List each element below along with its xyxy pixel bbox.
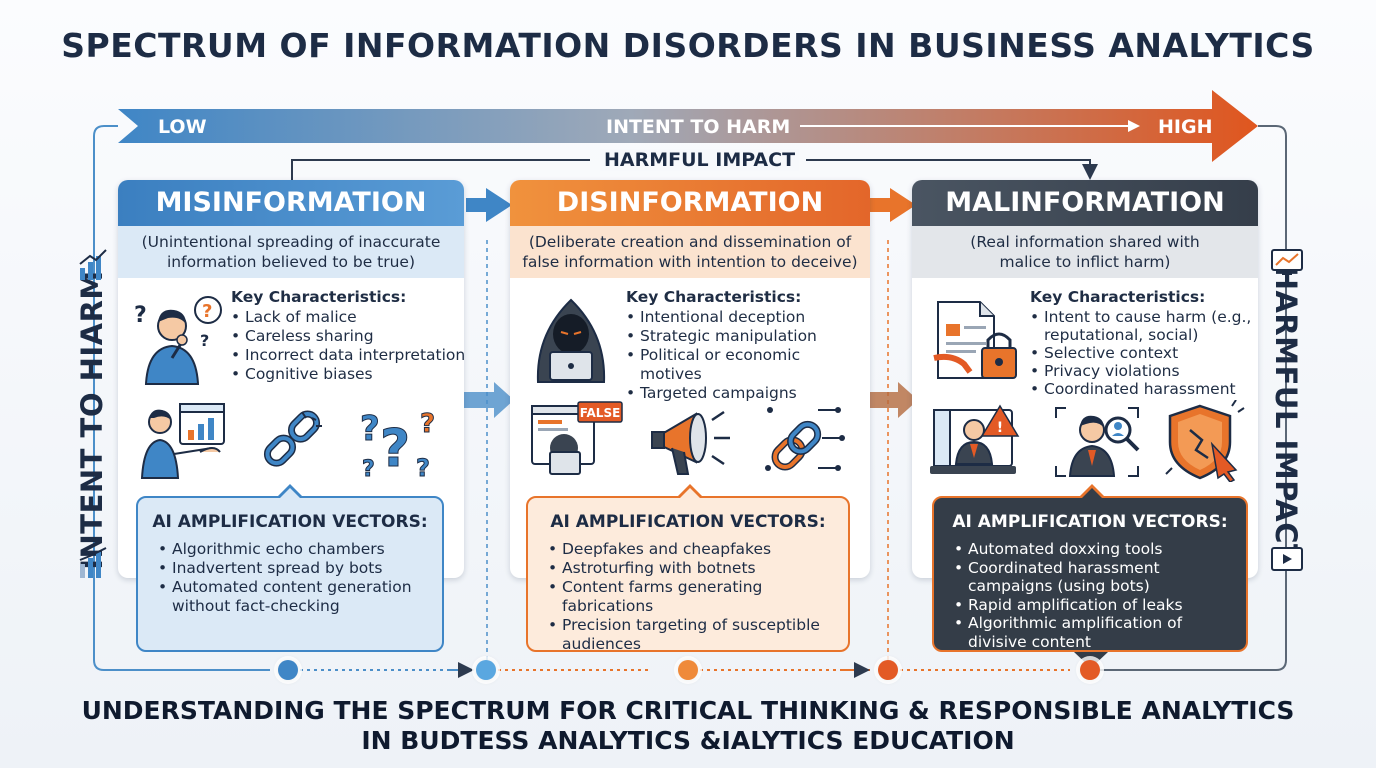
disinformation-ai-box: AI AMPLIFICATION VECTORS: Deepfakes and … bbox=[526, 484, 850, 654]
svg-text:?: ? bbox=[200, 331, 209, 350]
list-item: Deepfakes and cheapfakes bbox=[548, 540, 838, 559]
malinformation-ai-vectors: Automated doxxing tools Coordinated hara… bbox=[954, 540, 1236, 651]
false-badge: FALSE bbox=[580, 406, 621, 420]
high-label: HIGH bbox=[1158, 116, 1213, 138]
page-title: SPECTRUM OF INFORMATION DISORDERS IN BUS… bbox=[61, 26, 1315, 65]
misinformation-title: MISINFORMATION bbox=[118, 180, 464, 226]
list-item: Intentional deception bbox=[626, 308, 866, 327]
list-item: Content farms generating fabrications bbox=[548, 578, 838, 616]
malinformation-title: MALINFORMATION bbox=[912, 180, 1258, 226]
disinformation-definition: (Deliberate creation and dissemination o… bbox=[510, 226, 870, 278]
disinformation-ai-vectors: Deepfakes and cheapfakes Astroturfing wi… bbox=[548, 540, 838, 654]
confused-person-icon: ? ? ? bbox=[134, 296, 222, 385]
list-item: Targeted campaigns bbox=[626, 384, 866, 403]
list-item: Political or economic motives bbox=[626, 346, 866, 384]
disinformation-title: DISINFORMATION bbox=[510, 180, 870, 226]
question-marks-icon: ? ? ? ? ? bbox=[360, 409, 436, 479]
malinformation-characteristics: Intent to cause harm (e.g., reputational… bbox=[1030, 308, 1252, 398]
timeline-dot bbox=[678, 660, 698, 680]
list-item: Cognitive biases bbox=[231, 365, 471, 384]
list-item: Strategic manipulation bbox=[626, 327, 866, 346]
timeline-dot bbox=[1080, 660, 1100, 680]
list-item: Coordinated harassment campaigns (using … bbox=[954, 559, 1236, 596]
misinformation-ai-box: AI AMPLIFICATION VECTORS: Algorithmic ec… bbox=[136, 484, 444, 652]
list-item: Automated doxxing tools bbox=[954, 540, 1236, 559]
key-characteristics-title: Key Characteristics: bbox=[231, 288, 407, 306]
list-item: Astroturfing with botnets bbox=[548, 559, 838, 578]
fake-news-screen-icon: FALSE bbox=[531, 401, 623, 475]
warning-monitor-icon: ! bbox=[930, 404, 1020, 474]
ai-vectors-title: AI AMPLIFICATION VECTORS: bbox=[152, 512, 428, 532]
list-item: Algorithmic echo chambers bbox=[158, 540, 432, 559]
megaphone-icon bbox=[651, 410, 730, 475]
timeline-dot bbox=[476, 660, 496, 680]
growth-chart-icon bbox=[79, 547, 107, 578]
list-item: Inadvertent spread by bots bbox=[158, 559, 432, 578]
misinformation-characteristics: Lack of malice Careless sharing Incorrec… bbox=[231, 308, 471, 384]
misinformation-ai-vectors: Algorithmic echo chambers Inadvertent sp… bbox=[158, 540, 432, 616]
flow-arrow-1 bbox=[466, 188, 512, 222]
ai-vectors-title: AI AMPLIFICATION VECTORS: bbox=[550, 512, 826, 532]
svg-text:?: ? bbox=[202, 301, 212, 322]
left-side-label: INTENT TO HIARM bbox=[75, 270, 109, 570]
list-item: Incorrect data interpretation bbox=[231, 346, 471, 365]
footer-line-1: UNDERSTANDING THE SPECTRUM FOR CRITICAL … bbox=[81, 696, 1295, 725]
analyst-presenting-icon bbox=[140, 403, 225, 479]
monitor-chart-icon bbox=[1271, 249, 1303, 275]
magnified-person-icon bbox=[1055, 407, 1140, 477]
misinformation-definition: (Unintentional spreading of inaccurate i… bbox=[118, 226, 464, 278]
list-item: Intent to cause harm (e.g., reputational… bbox=[1030, 308, 1252, 344]
left-loop-line bbox=[93, 125, 270, 671]
svg-text:?: ? bbox=[362, 457, 375, 478]
broken-shield-icon bbox=[1165, 400, 1245, 482]
list-item: Precision targeting of susceptible audie… bbox=[548, 616, 838, 654]
svg-text:!: ! bbox=[997, 420, 1003, 436]
svg-text:?: ? bbox=[380, 419, 410, 478]
svg-text:?: ? bbox=[134, 303, 147, 328]
locked-document-icon bbox=[933, 301, 1017, 379]
right-side-label: HARMFUL IMPACT bbox=[1269, 265, 1303, 565]
intent-arrow bbox=[118, 90, 1258, 162]
network-links-icon bbox=[765, 407, 845, 471]
key-characteristics-title: Key Characteristics: bbox=[626, 288, 802, 306]
list-item: Algorithmic amplification of divisive co… bbox=[954, 614, 1236, 651]
svg-text:?: ? bbox=[416, 454, 430, 478]
hooded-hacker-icon bbox=[536, 298, 606, 383]
list-item: Privacy violations bbox=[1030, 362, 1252, 380]
flow-arrow-2 bbox=[868, 188, 916, 222]
right-loop-line bbox=[1100, 125, 1287, 671]
list-item: Careless sharing bbox=[231, 327, 471, 346]
low-label: LOW bbox=[158, 116, 207, 138]
timeline-dot bbox=[878, 660, 898, 680]
malinformation-ai-box: AI AMPLIFICATION VECTORS: Automated doxx… bbox=[932, 484, 1248, 668]
list-item: Coordinated harassment bbox=[1030, 380, 1252, 398]
footer-line-2: IN BUDTESS ANALYTICS &IALYTICS EDUCATION bbox=[361, 726, 1015, 755]
bar-chart-icon bbox=[79, 249, 107, 280]
ai-vectors-title: AI AMPLIFICATION VECTORS: bbox=[952, 512, 1228, 532]
broken-link-icon bbox=[263, 410, 322, 467]
disinformation-characteristics: Intentional deception Strategic manipula… bbox=[626, 308, 866, 403]
list-item: Lack of malice bbox=[231, 308, 471, 327]
timeline-dot bbox=[278, 660, 298, 680]
intent-to-harm-label: INTENT TO HARM bbox=[606, 116, 791, 138]
harmful-impact-label: HARMFUL IMPACT bbox=[600, 149, 800, 171]
list-item: Selective context bbox=[1030, 344, 1252, 362]
list-item: Automated content generation without fac… bbox=[158, 578, 432, 616]
video-player-icon bbox=[1271, 547, 1303, 571]
list-item: Rapid amplification of leaks bbox=[954, 596, 1236, 615]
svg-text:?: ? bbox=[360, 409, 380, 449]
malinformation-definition: (Real information shared with malice to … bbox=[912, 226, 1258, 278]
key-characteristics-title: Key Characteristics: bbox=[1030, 288, 1206, 306]
svg-text:?: ? bbox=[420, 409, 435, 439]
